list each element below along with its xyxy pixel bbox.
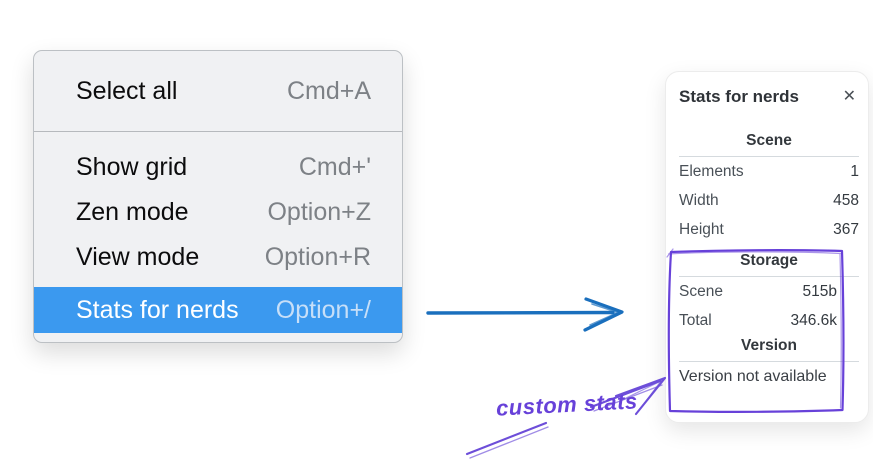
stat-row-height: Height 367 — [679, 215, 859, 244]
stat-value: 346.6k — [790, 311, 837, 329]
menu-item-shortcut: Cmd+A — [286, 76, 371, 105]
menu-item-label: Show grid — [76, 153, 188, 181]
stats-panel-header: Stats for nerds ✕ — [679, 84, 859, 110]
menu-divider — [34, 131, 402, 132]
menu-item-select-all[interactable]: Select all Cmd+A — [34, 51, 402, 131]
menu-item-label: View mode — [76, 243, 200, 271]
version-note: Version not available — [679, 367, 827, 385]
stat-value: 1 — [850, 162, 859, 180]
stat-label: Elements — [679, 162, 744, 180]
menu-section: Show grid Cmd+' Zen mode Option+Z View m… — [34, 132, 402, 333]
context-menu: Select all Cmd+A Show grid Cmd+' Zen mod… — [33, 50, 403, 343]
stat-label: Total — [679, 311, 712, 329]
stat-row-scene-storage: Scene 515b — [679, 277, 859, 306]
section-divider — [679, 156, 859, 157]
stat-value: 515b — [802, 282, 837, 300]
stat-value: 458 — [833, 191, 859, 209]
menu-item-shortcut: Option+/ — [275, 295, 371, 324]
stats-panel: Stats for nerds ✕ Scene Elements 1 Width… — [665, 71, 869, 423]
close-icon[interactable]: ✕ — [840, 89, 859, 105]
menu-item-view-mode[interactable]: View mode Option+R — [34, 235, 402, 280]
menu-item-label: Stats for nerds — [76, 295, 239, 324]
menu-item-stats-for-nerds[interactable]: Stats for nerds Option+/ — [34, 287, 402, 333]
menu-item-shortcut: Option+Z — [267, 198, 371, 226]
stat-label: Height — [679, 220, 724, 238]
stat-row-total-storage: Total 346.6k — [679, 306, 859, 335]
storage-section-header: Storage — [740, 252, 798, 269]
menu-item-shortcut: Cmd+' — [298, 153, 371, 181]
menu-item-show-grid[interactable]: Show grid Cmd+' — [34, 145, 402, 190]
stats-panel-title: Stats for nerds — [679, 87, 799, 106]
menu-item-shortcut: Option+R — [264, 243, 371, 271]
stat-label: Width — [679, 191, 719, 209]
menu-item-label: Zen mode — [76, 198, 189, 226]
custom-stats-annotation: custom stats — [495, 388, 639, 421]
menu-item-label: Select all — [76, 76, 178, 105]
scene-section-header: Scene — [746, 132, 792, 149]
blue-arrow — [426, 297, 624, 332]
version-section-header: Version — [741, 337, 797, 354]
stat-row-elements: Elements 1 — [679, 157, 859, 186]
stat-label: Scene — [679, 282, 723, 300]
stat-value: 367 — [833, 220, 859, 238]
stat-row-width: Width 458 — [679, 186, 859, 215]
menu-item-zen-mode[interactable]: Zen mode Option+Z — [34, 190, 402, 235]
